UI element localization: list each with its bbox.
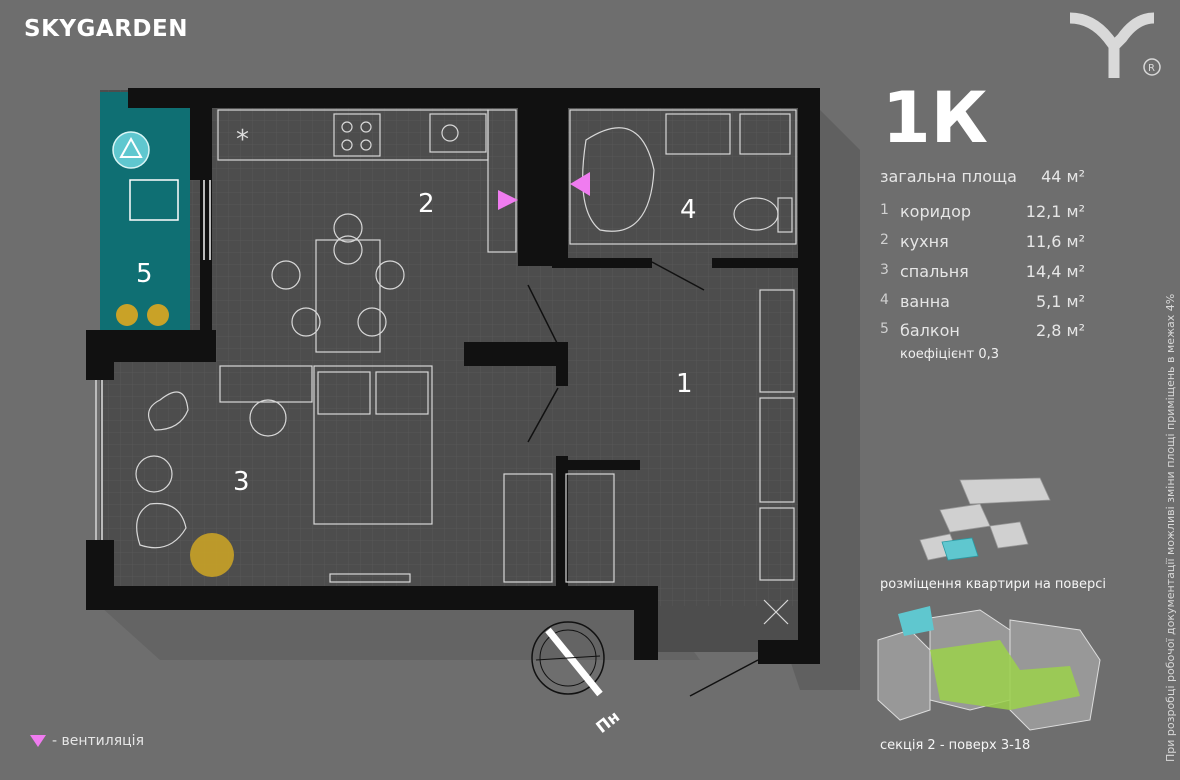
svg-text:R: R [1148,63,1155,74]
room-label-4: 4 [680,195,697,225]
room-area: 11,6 м² [1025,232,1085,251]
room-name: ванна [900,292,950,311]
room-number: 3 [880,262,889,278]
room-area: 14,4 м² [1025,262,1085,281]
floor-plan: * [86,88,860,737]
room-label-5: 5 [136,259,153,289]
bedroom-furniture [135,365,433,583]
walls [86,88,820,664]
room-label-2: 2 [418,189,435,219]
section-caption: секція 2 - поверх 3-18 [880,738,1031,753]
room-area: 2,8 м² [1035,321,1085,340]
room-number: 2 [880,232,889,248]
brand-title: SKYGARDEN [24,16,188,42]
corridor-wardrobes [503,289,795,625]
building-section-map [877,606,1101,731]
ventilation-marker [570,172,590,196]
room-name: спальня [900,262,969,281]
bathroom-fixtures [569,109,797,245]
room-name: коридор [900,202,972,221]
svg-text:*: * [236,125,249,155]
room-number: 4 [880,292,889,308]
room-name: кухня [900,232,949,251]
brand-logo-icon: R [1069,12,1161,78]
room-number: 5 [880,321,889,337]
floor-placement-caption: розміщення квартири на поверсі [880,577,1107,592]
room-area: 5,1 м² [1035,292,1085,311]
room-label-3: 3 [233,467,250,497]
room-area: 12,1 м² [1025,202,1085,221]
total-area-label: загальна площа [880,167,1017,186]
total-area-value: 44 м² [1041,167,1085,186]
disclaimer-text: При розробці робочої документації можлив… [1164,293,1177,762]
ventilation-legend: - вентиляція [30,733,144,749]
balcony-area [100,92,190,330]
room-number: 1 [880,202,889,218]
apartment-type: 1К [882,77,988,159]
coefficient-label: коефіцієнт 0,3 [900,347,1000,362]
room-label-1: 1 [676,369,693,399]
kitchen-furniture: * [217,109,517,353]
legend-label: - вентиляція [52,733,144,749]
compass-label: Пн [592,707,623,737]
room-name: балкон [900,321,960,340]
floor-placement-map [919,477,1051,561]
ventilation-marker [498,190,518,210]
ventilation-icon [30,735,46,747]
